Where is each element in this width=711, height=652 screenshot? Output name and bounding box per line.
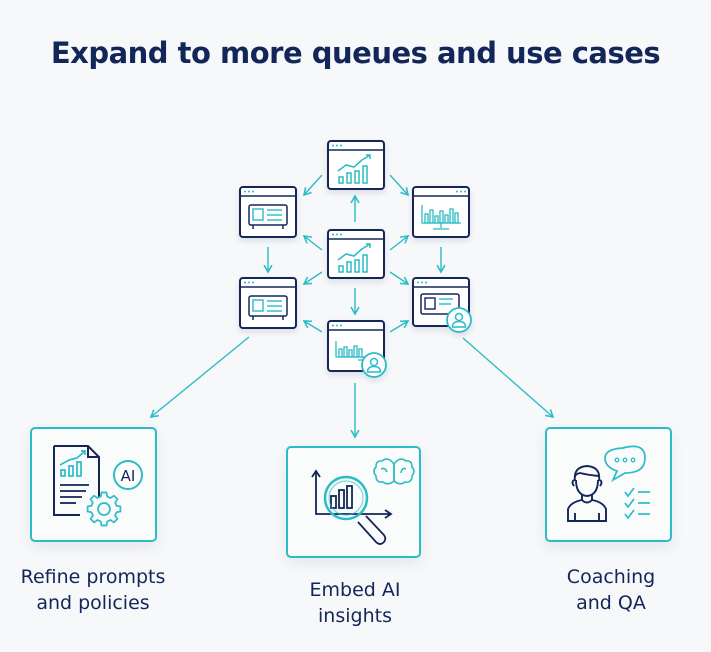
card-embed-ai-insights bbox=[286, 446, 421, 558]
label-line: Refine prompts bbox=[20, 566, 166, 588]
label-line: insights bbox=[318, 605, 392, 627]
node-upper-left-dashboard-window-icon bbox=[239, 186, 297, 238]
node-lower-right-dashboard-user-window-icon bbox=[412, 277, 472, 333]
card-coaching-qa bbox=[545, 427, 672, 542]
arrow-bottom-to-lower-right bbox=[389, 320, 410, 333]
arrow-center-to-upper-left bbox=[302, 235, 323, 251]
node-upper-right-monitor-bar-chart-window-icon bbox=[412, 186, 470, 238]
arrow-center-to-lower-left bbox=[302, 271, 323, 285]
connector-arrows bbox=[149, 174, 555, 439]
label-line: and policies bbox=[36, 592, 150, 614]
user-badge-icon bbox=[446, 307, 472, 333]
label-line: Embed AI bbox=[309, 579, 401, 601]
arrow-to-refine-prompts bbox=[149, 336, 250, 418]
label-refine-prompts: Refine prompts and policies bbox=[0, 564, 186, 616]
arrow-top-to-upper-right bbox=[389, 174, 410, 197]
node-lower-left-dashboard-window-icon bbox=[239, 277, 297, 329]
ai-badge-icon: AI bbox=[113, 460, 143, 490]
svg-text:AI: AI bbox=[121, 467, 136, 485]
arrow-top-to-upper-left bbox=[302, 174, 323, 197]
node-center-line-bar-chart-window-icon bbox=[327, 229, 385, 279]
label-line: Coaching bbox=[566, 566, 656, 588]
person-chat-checklist-icon bbox=[567, 445, 650, 522]
person-icon bbox=[567, 465, 607, 522]
arrow-center-to-lower-right bbox=[389, 271, 410, 285]
label-line: and QA bbox=[576, 592, 646, 614]
arrow-center-to-upper-right bbox=[389, 235, 410, 251]
document-ai-gear-icon: AI bbox=[53, 445, 143, 527]
label-coaching-qa: Coaching and QA bbox=[518, 564, 704, 616]
user-badge-icon bbox=[361, 352, 387, 378]
chat-bubble-icon bbox=[604, 445, 646, 483]
arrow-bottom-to-lower-left bbox=[302, 320, 323, 333]
gear-icon bbox=[86, 491, 122, 527]
magnifier-chart-brain-icon bbox=[311, 458, 415, 545]
card-refine-prompts: AI bbox=[30, 427, 157, 542]
brain-icon bbox=[373, 458, 415, 485]
arrow-to-coaching-qa bbox=[462, 337, 555, 419]
node-bottom-bar-chart-user-window-icon bbox=[327, 320, 387, 378]
node-top-line-bar-chart-window-icon bbox=[327, 140, 385, 190]
page-title: Expand to more queues and use cases bbox=[50, 36, 661, 70]
label-embed-ai-insights: Embed AI insights bbox=[262, 577, 448, 629]
checklist-icon bbox=[624, 487, 650, 520]
